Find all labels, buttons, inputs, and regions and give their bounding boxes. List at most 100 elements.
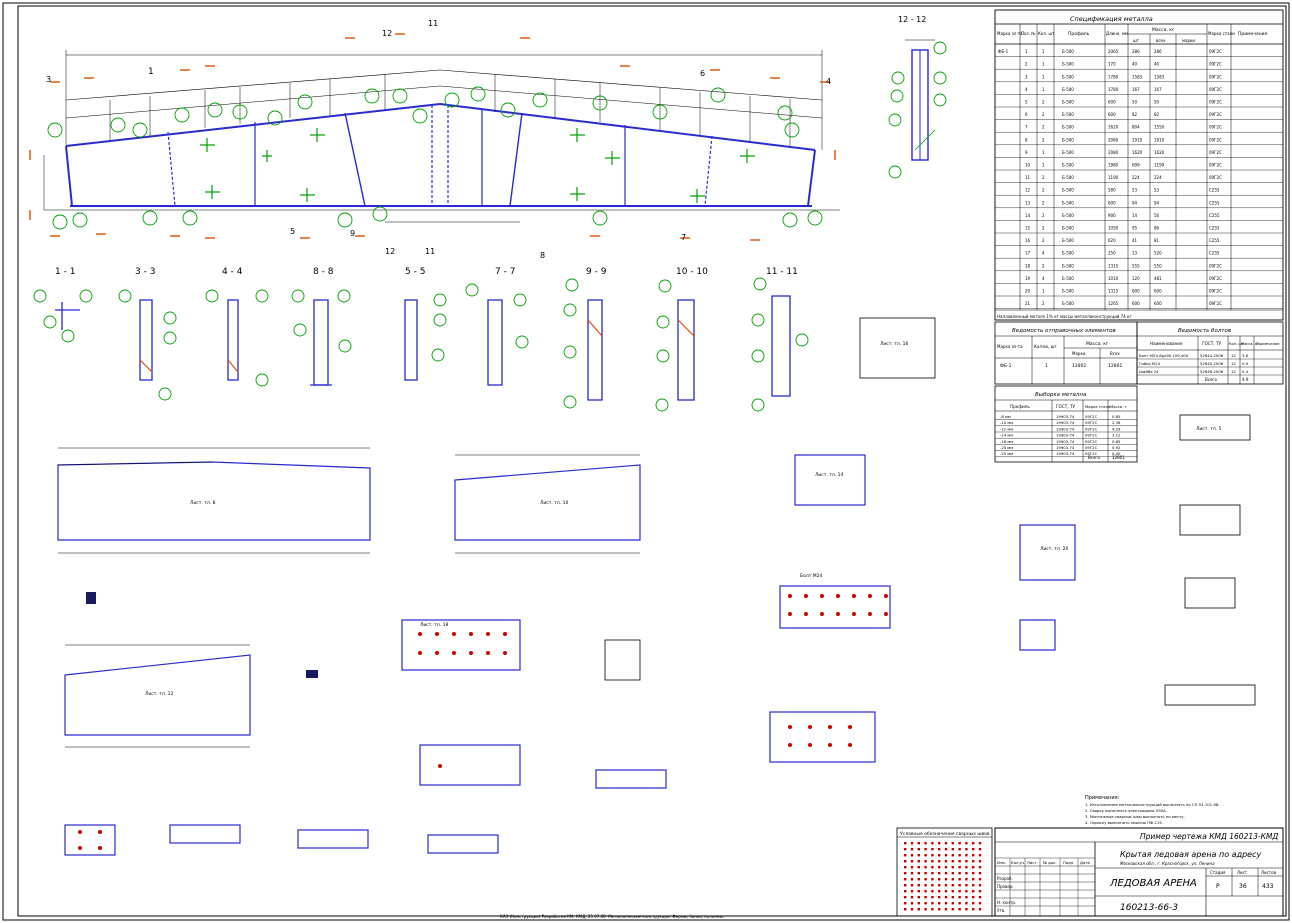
spec-cell: 09Г2С: [1209, 87, 1222, 92]
weld-symbol: [978, 854, 982, 857]
weld-symbol: [910, 890, 914, 893]
weld-symbol: [924, 908, 927, 911]
spec-cell: 10: [1025, 163, 1031, 168]
spec-cell: Б-500: [1062, 163, 1074, 168]
weld-symbol: [924, 848, 927, 851]
notes-line-1: 1. Изготовление металлоконструкций выпол…: [1085, 802, 1220, 807]
spec-cell: 1010: [1108, 276, 1119, 281]
weld-symbol: [972, 890, 975, 893]
spec-cell: 18: [1025, 263, 1031, 268]
weld-symbol: [951, 848, 954, 851]
spec-cell: 09Г2С: [1209, 276, 1222, 281]
weld-symbol: [951, 854, 954, 857]
weld-symbol: [931, 878, 934, 881]
weld-symbol: [904, 878, 907, 881]
weld-symbol: [958, 890, 961, 893]
spec-cell: 09Г2С: [1209, 150, 1222, 155]
weld-symbol: [951, 902, 954, 905]
section-label-3: 3: [46, 75, 51, 84]
spec-cell: 1: [1042, 289, 1045, 294]
spec-cell: 1550: [1154, 125, 1165, 130]
bolt-cell-qty: 12: [1231, 361, 1236, 366]
section-9-9-title: 9 - 9: [586, 267, 607, 277]
weld-symbol: [965, 854, 968, 857]
spec-h-mark: Марка эл-та: [997, 31, 1023, 36]
spec-cell: 53: [1154, 188, 1160, 193]
vyborka-cell-mass: 0.85: [1112, 414, 1121, 419]
tb-example: Пример чертежа КМД 160213-КМД: [1140, 832, 1278, 841]
spec-cell: 170: [1108, 62, 1116, 67]
weld-symbol: [917, 902, 920, 905]
spec-cell: Б-500: [1062, 100, 1074, 105]
vyborka-h-steel: Марка стали: [1085, 404, 1111, 409]
spec-cell: 09Г2С: [1209, 289, 1222, 294]
weld-symbol: [904, 842, 907, 845]
spec-cell: Б-500: [1062, 188, 1074, 193]
weld-symbol: [938, 854, 941, 857]
ved-el-sub-mark: Марки: [1072, 351, 1086, 356]
weld-symbol: [972, 902, 975, 905]
spec-cell: С255: [1209, 188, 1220, 193]
weld-symbol: [978, 908, 982, 911]
tb-stage: Р: [1216, 883, 1220, 890]
spec-h-profile: Профиль: [1068, 31, 1090, 37]
weld-symbol: [958, 872, 961, 875]
weld-symbol: [978, 842, 982, 845]
ved-el-h-mass: Масса, кг: [1086, 341, 1109, 347]
spec-cell: 120: [1132, 276, 1140, 281]
weld-symbol: [958, 866, 961, 869]
spec-h-note: Примечание: [1238, 31, 1268, 37]
tb-col-list: Лист: [1027, 860, 1037, 865]
spec-cell: Б-500: [1062, 125, 1074, 130]
tb-col-doc: № док.: [1043, 860, 1057, 865]
spec-cell: 250: [1108, 251, 1116, 256]
weld-symbol: [958, 860, 961, 863]
spec-cell: 699: [1132, 163, 1140, 168]
weld-symbol: [978, 872, 982, 875]
weld-symbol: [938, 878, 941, 881]
weld-symbol: [972, 860, 975, 863]
weld-symbol: [944, 848, 948, 851]
vyborka-cell-mass: 3.12: [1112, 433, 1121, 438]
section-label-9: 9: [350, 229, 355, 238]
spec-cell: 09Г2С: [1209, 301, 1222, 306]
vyborka-cell-gost: 19903-74: [1056, 414, 1075, 419]
vyborka-cell-profile: -8 мм: [1000, 414, 1011, 419]
tb-stage-header: Стадия: [1210, 870, 1226, 875]
spec-cell: 600: [1108, 112, 1116, 117]
weld-symbol: [978, 896, 982, 899]
spec-h-mass-all: всех: [1156, 38, 1166, 43]
section-12-12-title: 12 - 12: [898, 15, 926, 24]
weld-symbol: [904, 872, 907, 875]
vyborka-cell-steel: 09Г2С: [1085, 433, 1098, 438]
spec-cell: С255: [1209, 226, 1220, 231]
spec-cell: Б-500: [1062, 213, 1074, 218]
weld-symbol: [951, 842, 954, 845]
weld-symbol: [944, 884, 948, 887]
weld-symbol: [938, 842, 941, 845]
weld-symbol: [910, 842, 914, 845]
tb-object-sub: Московская обл., г. Красногорск, ул. Лен…: [1120, 861, 1215, 866]
weld-symbol: [944, 878, 948, 881]
spec-cell: 481: [1154, 276, 1162, 281]
section-label-4: 4: [826, 77, 831, 86]
bolt-cell-gost: 52646-2006: [1200, 369, 1224, 374]
spec-cell: Б-500: [1062, 112, 1074, 117]
main-elevation: 11 3 4 12 12 9 11 5 6 7 8 1: [29, 19, 840, 260]
weld-symbol: [972, 842, 975, 845]
spec-cell: Б-500: [1062, 238, 1074, 243]
ved-el-sub-all: Всех: [1110, 351, 1120, 356]
spec-cell: 1780: [1108, 74, 1119, 79]
spec-cell: ФБ-1: [998, 49, 1009, 54]
spec-cell: 2: [1042, 263, 1045, 268]
spec-cell: 2080: [1108, 137, 1119, 142]
weld-symbol: [924, 842, 927, 845]
notes-line-4: 4. Окраску выполнить эмалью ПФ-115.: [1085, 820, 1163, 825]
spec-cell: 1910: [1154, 137, 1165, 142]
spec-cell: 1: [1025, 49, 1028, 54]
vyborka-title: Выборка металла: [1035, 392, 1087, 398]
plate-label-8: Лист. тл. 8: [190, 500, 216, 506]
weld-symbol: [965, 872, 968, 875]
bolt-cell-qty: 12: [1231, 353, 1236, 358]
